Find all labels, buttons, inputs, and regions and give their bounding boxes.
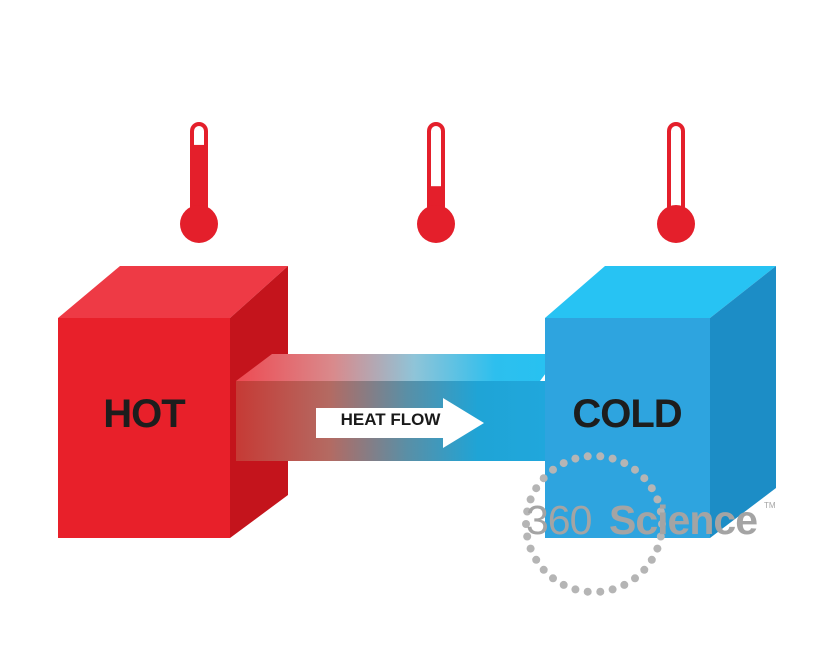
cold-block-front: [545, 318, 710, 538]
cold-thermometer: [657, 122, 695, 243]
watermark-dot: [596, 587, 605, 596]
watermark-dot: [583, 587, 592, 596]
cold-label: COLD: [572, 392, 682, 436]
watermark-tm: TM: [764, 501, 776, 510]
watermark-dot: [631, 574, 639, 583]
watermark-dot: [549, 574, 557, 583]
watermark-dot: [549, 465, 557, 474]
watermark-dot: [583, 452, 592, 461]
thermometer-bulb: [180, 205, 218, 243]
middle-thermometer: [417, 122, 455, 243]
watermark-dot: [608, 585, 617, 594]
hot-block: [58, 266, 288, 538]
watermark-dot: [620, 459, 629, 468]
watermark-dot: [647, 484, 656, 493]
watermark-dot: [522, 520, 530, 528]
watermark-dot: [653, 495, 662, 504]
hot-block-top: [58, 266, 288, 318]
thermometer-bulb: [417, 205, 455, 243]
watermark-dot: [559, 580, 568, 589]
watermark-dot: [539, 474, 548, 483]
watermark-dot: [656, 532, 665, 541]
watermark-ring: [522, 452, 666, 596]
watermark-dot: [640, 565, 649, 574]
watermark-dot: [596, 452, 605, 461]
cold-block-top: [545, 266, 776, 318]
watermark-dot: [523, 532, 532, 541]
watermark-dot: [532, 555, 541, 564]
hot-block-front: [58, 318, 230, 538]
watermark-dot: [608, 454, 617, 463]
watermark-dot: [647, 555, 656, 564]
watermark-dot: [559, 459, 568, 468]
watermark-brand-360: 360: [526, 497, 592, 543]
cold-block-side: [710, 266, 776, 538]
hot-thermometer: [180, 122, 218, 243]
watermark-dot: [620, 580, 629, 589]
watermark-dot: [656, 507, 665, 516]
watermark-dot: [532, 484, 541, 493]
thermometer-glass: [671, 126, 681, 212]
hot-label: HOT: [103, 392, 185, 436]
heat-flow-arrow: [316, 398, 484, 448]
cold-block: [545, 266, 776, 538]
watermark-dot: [658, 520, 666, 528]
watermark-dot: [526, 544, 535, 553]
watermark-brand-science: Science: [609, 497, 758, 543]
watermark-dot: [526, 495, 535, 504]
watermark-dot: [640, 474, 649, 483]
thermometer-bulb: [657, 205, 695, 243]
watermark-dot: [571, 454, 580, 463]
thermometer-mercury: [431, 186, 441, 216]
watermark-dot: [571, 585, 580, 594]
heat-bar-top: [236, 354, 560, 381]
thermometer-mercury: [194, 144, 204, 216]
heat-bar: [236, 354, 560, 461]
heat-flow-label: HEAT FLOW: [340, 410, 441, 429]
watermark-dot: [631, 465, 639, 474]
watermark-dot: [523, 507, 532, 516]
watermark-dot: [539, 565, 548, 574]
watermark-dot: [653, 544, 662, 553]
